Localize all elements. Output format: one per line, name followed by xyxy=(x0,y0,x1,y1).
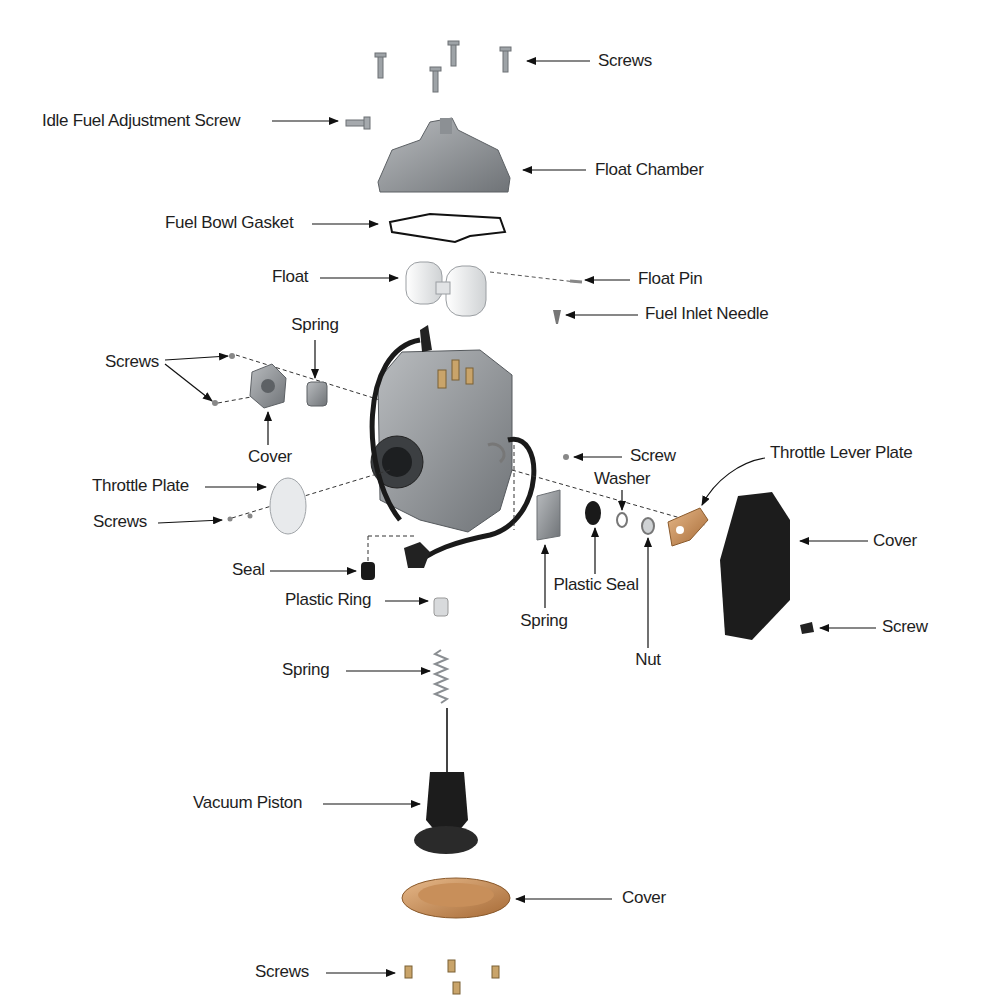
part-label: Float Pin xyxy=(638,269,702,289)
part-label: Washer xyxy=(594,469,650,489)
part-label: Spring xyxy=(520,611,567,631)
part-label: Screws xyxy=(105,352,159,372)
part-label: Screw xyxy=(882,617,928,637)
part-label: Cover xyxy=(248,447,292,467)
part-label: Throttle Lever Plate xyxy=(770,443,912,463)
part-label: Plastic Seal xyxy=(553,575,638,595)
part-label: Plastic Ring xyxy=(285,590,371,610)
part-label: Fuel Bowl Gasket xyxy=(165,213,293,233)
part-label: Screw xyxy=(630,446,676,466)
part-label: Float Chamber xyxy=(595,160,704,180)
part-label: Spring xyxy=(282,660,329,680)
part-label: Screws xyxy=(93,512,147,532)
part-label: Vacuum Piston xyxy=(193,793,302,813)
part-label: Seal xyxy=(232,560,265,580)
part-label: Nut xyxy=(635,650,661,670)
part-label: Throttle Plate xyxy=(92,476,189,496)
part-label: Cover xyxy=(873,531,917,551)
part-label: Screws xyxy=(255,962,309,982)
part-label: Spring xyxy=(291,315,338,335)
part-label: Idle Fuel Adjustment Screw xyxy=(42,111,240,131)
part-label: Screws xyxy=(598,51,652,71)
part-label: Cover xyxy=(622,888,666,908)
part-label: Float xyxy=(272,267,308,287)
part-label: Fuel Inlet Needle xyxy=(645,304,768,324)
